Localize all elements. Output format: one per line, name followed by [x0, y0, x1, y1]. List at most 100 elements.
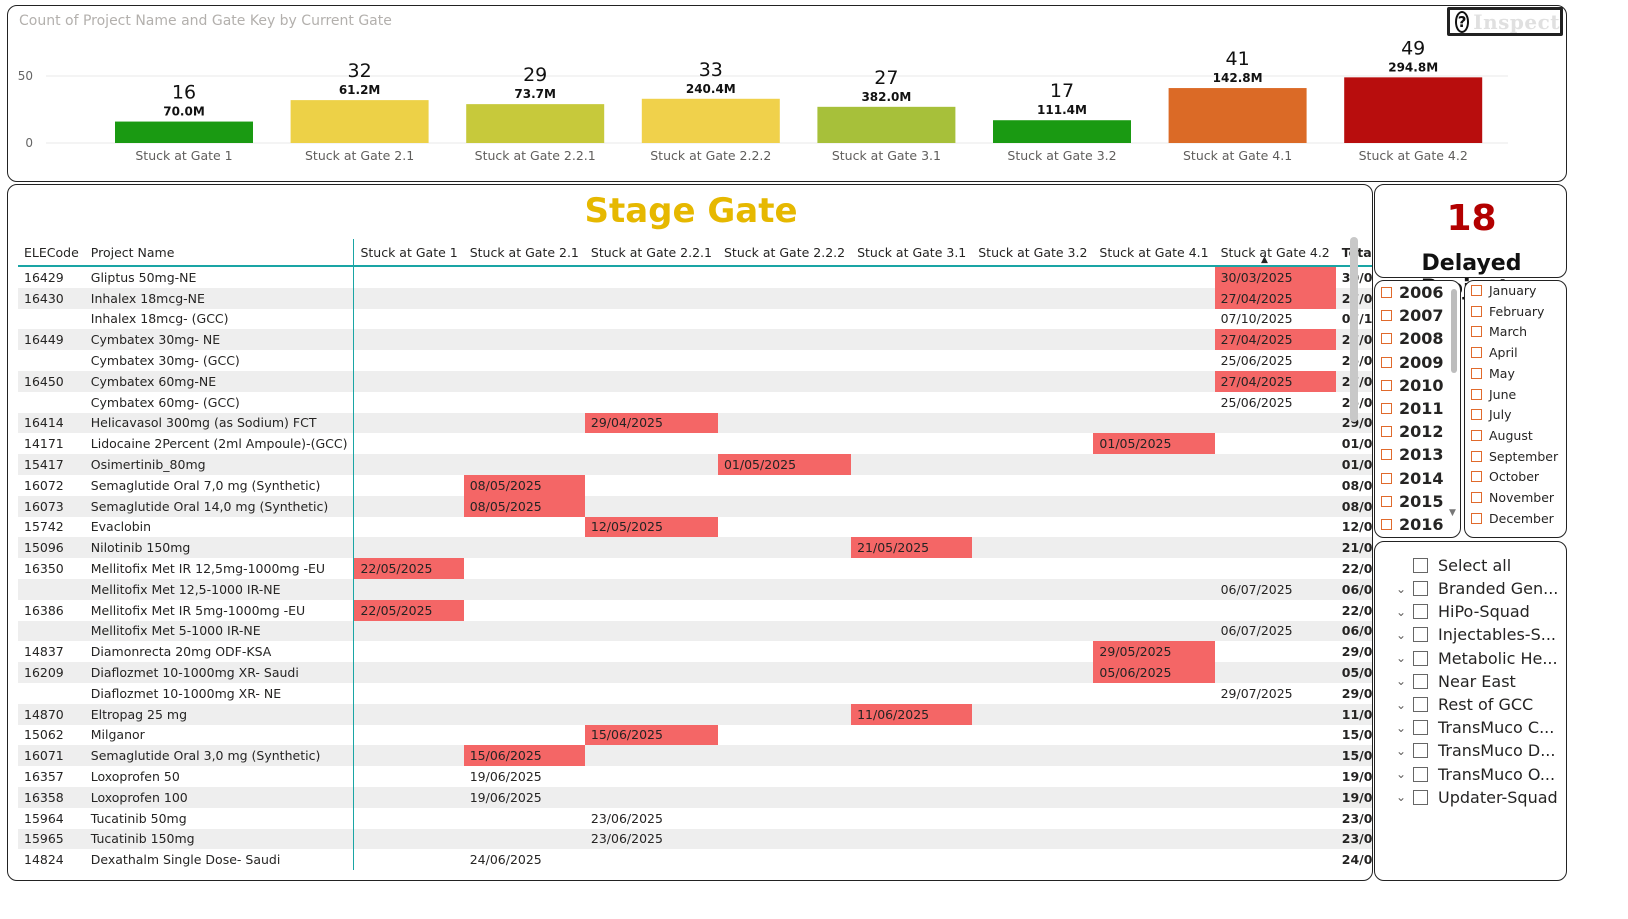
- checkbox-icon[interactable]: [1381, 379, 1392, 391]
- month-option[interactable]: March: [1471, 324, 1527, 339]
- table-row[interactable]: Inhalex 18mcg- (GCC)07/10/202507/10/2025: [18, 308, 1372, 330]
- scroll-down-icon[interactable]: ▼: [1449, 508, 1456, 518]
- checkbox-icon[interactable]: [1471, 429, 1482, 441]
- team-option[interactable]: ⌄TransMuco O...: [1389, 765, 1555, 784]
- chevron-down-icon[interactable]: ⌄: [1395, 720, 1407, 735]
- month-option[interactable]: May: [1471, 366, 1515, 381]
- checkbox-icon[interactable]: [1413, 604, 1428, 620]
- col-header-gate-3-1[interactable]: Stuck at Gate 3.1: [857, 244, 967, 260]
- team-option[interactable]: ⌄Injectables-S...: [1389, 625, 1556, 644]
- checkbox-icon[interactable]: [1471, 471, 1482, 483]
- chevron-down-icon[interactable]: ⌄: [1395, 674, 1407, 689]
- checkbox-icon[interactable]: [1413, 558, 1428, 573]
- col-header-project-name[interactable]: Project Name: [90, 244, 175, 260]
- checkbox-icon[interactable]: [1471, 305, 1482, 317]
- team-option[interactable]: ⌄TransMuco C...: [1389, 718, 1554, 737]
- col-header-gate-4-2[interactable]: Stuck at Gate 4.2: [1220, 244, 1330, 260]
- month-option[interactable]: June: [1471, 387, 1516, 402]
- chevron-down-icon[interactable]: ⌄: [1395, 790, 1407, 805]
- checkbox-icon[interactable]: [1413, 743, 1428, 759]
- bar[interactable]: [993, 120, 1131, 143]
- month-option[interactable]: August: [1471, 428, 1533, 443]
- checkbox-icon[interactable]: [1413, 766, 1428, 782]
- team-option[interactable]: ⌄Metabolic He...: [1389, 649, 1558, 668]
- bar[interactable]: [466, 104, 605, 143]
- table-row[interactable]: 15417Osimertinib_80mg01/05/202501/05/202…: [18, 454, 1372, 475]
- chevron-down-icon[interactable]: ⌄: [1395, 581, 1407, 596]
- checkbox-icon[interactable]: [1413, 697, 1428, 712]
- team-option[interactable]: ⌄Updater-Squad: [1389, 788, 1558, 807]
- checkbox-icon[interactable]: [1413, 789, 1428, 805]
- chevron-down-icon[interactable]: ⌄: [1395, 651, 1407, 666]
- year-option[interactable]: 2006: [1381, 283, 1444, 302]
- sort-ascending-icon[interactable]: ▲: [1261, 255, 1268, 265]
- team-option[interactable]: ⌄Rest of GCC: [1389, 695, 1533, 714]
- year-slicer-scrollbar[interactable]: [1451, 289, 1457, 373]
- chevron-down-icon[interactable]: ⌄: [1395, 767, 1407, 782]
- year-option[interactable]: 2014: [1381, 469, 1444, 488]
- checkbox-icon[interactable]: [1381, 472, 1392, 484]
- bar[interactable]: [1168, 88, 1307, 143]
- year-option[interactable]: 2010: [1381, 376, 1444, 395]
- table-row[interactable]: Cymbatex 60mg- (GCC)25/06/202525/06/2025: [18, 391, 1372, 413]
- chevron-down-icon[interactable]: ⌄: [1395, 743, 1407, 758]
- year-option[interactable]: 2015: [1381, 492, 1444, 511]
- checkbox-icon[interactable]: [1413, 650, 1428, 666]
- month-option[interactable]: September: [1471, 449, 1558, 464]
- checkbox-icon[interactable]: [1471, 512, 1482, 524]
- col-header-gate-1[interactable]: Stuck at Gate 1: [353, 239, 464, 266]
- bar[interactable]: [290, 100, 429, 143]
- year-option[interactable]: 2011: [1381, 399, 1444, 418]
- bar[interactable]: [641, 98, 780, 143]
- month-option[interactable]: February: [1471, 304, 1544, 319]
- bar[interactable]: [115, 121, 253, 143]
- checkbox-icon[interactable]: [1471, 492, 1482, 503]
- team-option[interactable]: ⌄HiPo-Squad: [1389, 602, 1530, 621]
- col-header-gate-2-2-2[interactable]: Stuck at Gate 2.2.2: [723, 244, 846, 260]
- checkbox-icon[interactable]: [1471, 326, 1482, 338]
- col-header-gate-4-1[interactable]: Stuck at Gate 4.1: [1099, 244, 1209, 260]
- checkbox-icon[interactable]: [1471, 450, 1482, 462]
- bar[interactable]: [1344, 77, 1483, 143]
- checkbox-icon[interactable]: [1381, 426, 1392, 438]
- team-option[interactable]: ⌄Near East: [1389, 672, 1516, 691]
- month-option[interactable]: December: [1471, 511, 1554, 526]
- bar[interactable]: [817, 106, 956, 143]
- checkbox-icon[interactable]: [1413, 720, 1428, 736]
- month-option[interactable]: November: [1471, 490, 1554, 505]
- select-all-option[interactable]: Select all: [1389, 556, 1511, 575]
- col-header-gate-3-2[interactable]: Stuck at Gate 3.2: [978, 244, 1088, 260]
- chevron-down-icon[interactable]: ⌄: [1395, 604, 1407, 619]
- checkbox-icon[interactable]: [1471, 388, 1482, 400]
- team-option[interactable]: ⌄TransMuco D...: [1389, 741, 1556, 760]
- checkbox-icon[interactable]: [1381, 403, 1392, 414]
- col-header-elecode[interactable]: ELECode: [24, 244, 79, 260]
- month-option[interactable]: July: [1471, 407, 1511, 422]
- checkbox-icon[interactable]: [1381, 287, 1392, 298]
- checkbox-icon[interactable]: [1381, 495, 1392, 507]
- checkbox-icon[interactable]: [1471, 409, 1482, 421]
